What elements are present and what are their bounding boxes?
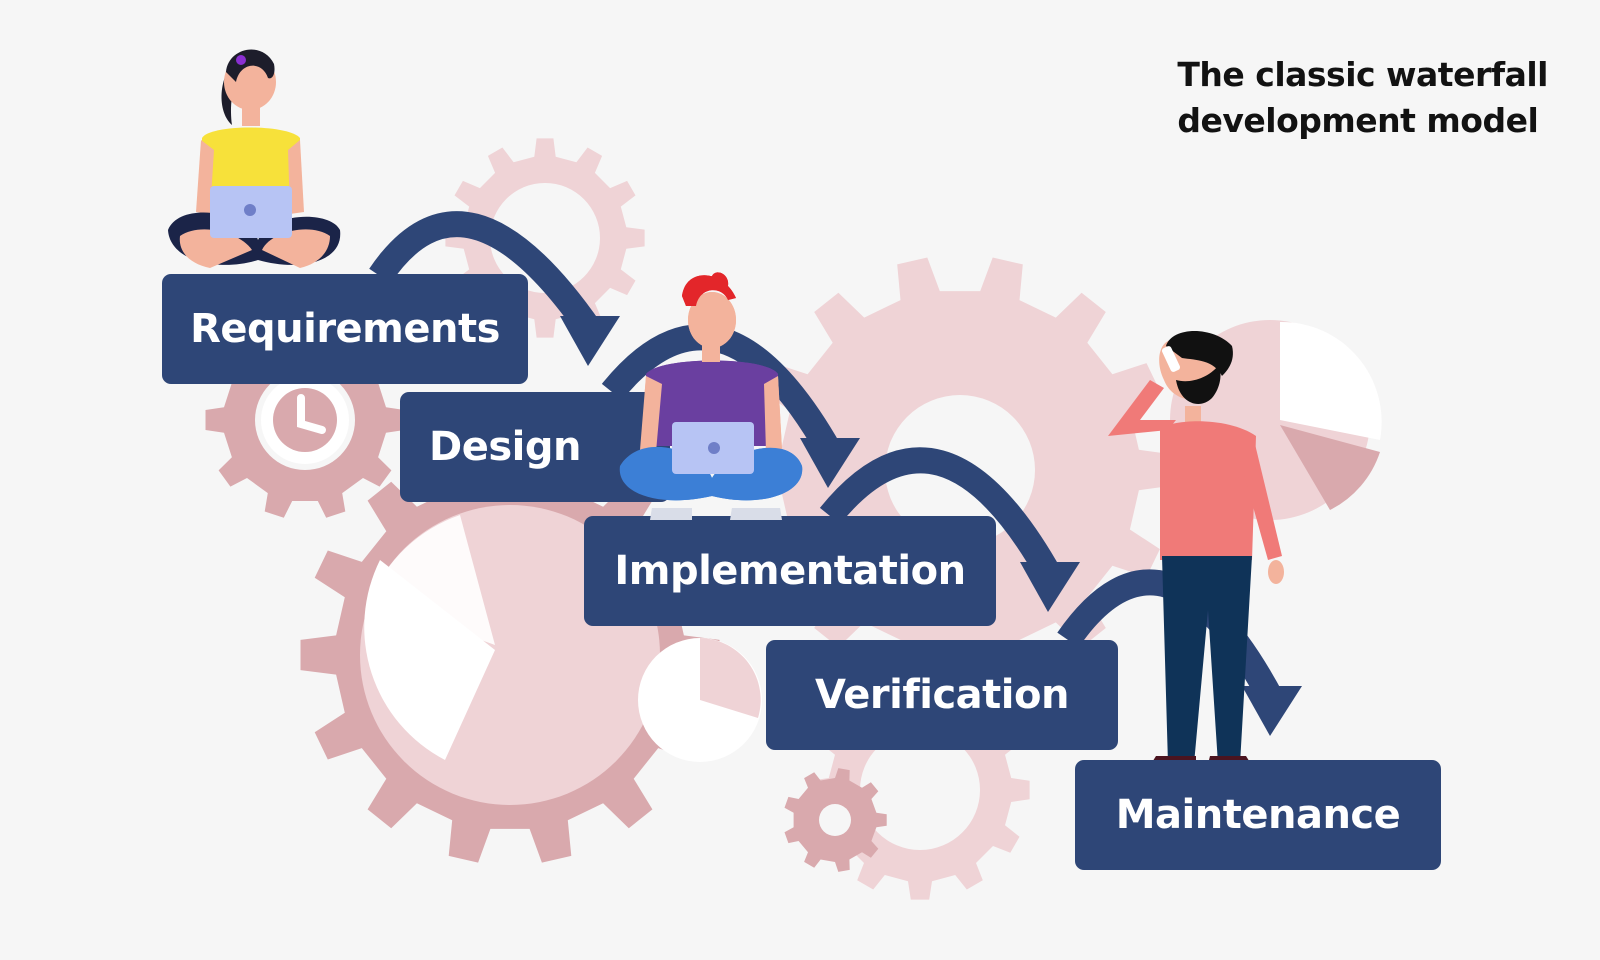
arrow-head-icon <box>560 316 620 366</box>
arrow-head-icon <box>1242 686 1302 736</box>
title-line-1: The classic waterfall <box>1177 52 1548 98</box>
person-icon <box>168 50 340 268</box>
title-line-2: development model <box>1177 98 1548 144</box>
step-maintenance: Maintenance <box>1075 760 1441 870</box>
step-design: Design <box>400 392 670 502</box>
gear-hole <box>819 804 851 836</box>
clock-icon <box>261 376 349 464</box>
step-verification: Verification <box>766 640 1118 750</box>
step-implementation: Implementation <box>584 516 996 626</box>
diagram-title: The classic waterfall development model <box>1177 52 1548 144</box>
step-requirements: Requirements <box>162 274 528 384</box>
